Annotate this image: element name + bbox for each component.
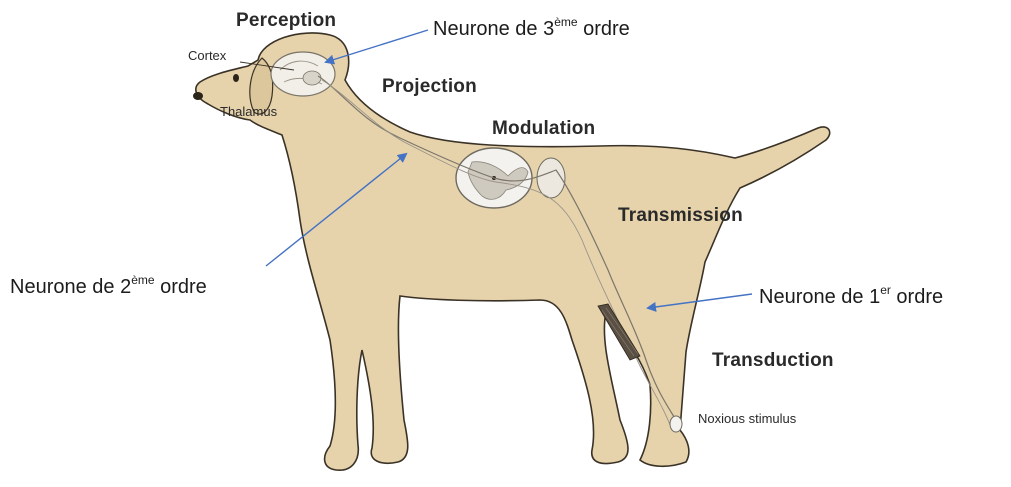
- brain: [271, 52, 335, 96]
- stimulus-point: [670, 416, 682, 432]
- second-neuron-prefix: Neurone de 2: [10, 276, 131, 298]
- transduction-label: Transduction: [712, 350, 834, 372]
- dog-eye: [233, 74, 239, 82]
- dog-silhouette: [196, 33, 830, 470]
- transmission-label: Transmission: [618, 205, 743, 227]
- first-neuron-prefix: Neurone de 1: [759, 286, 880, 308]
- third-neuron-superscript: ème: [554, 15, 577, 29]
- third-neuron-suffix: ordre: [578, 18, 630, 40]
- modulation-label: Modulation: [492, 118, 595, 140]
- projection-label: Projection: [382, 76, 477, 98]
- third-order-neuron-label: Neurone de 3ème ordre: [433, 18, 630, 41]
- first-order-neuron-label: Neurone de 1er ordre: [759, 286, 943, 309]
- second-neuron-suffix: ordre: [155, 276, 207, 298]
- thalamus-label: Thalamus: [220, 104, 277, 119]
- dog-nose: [193, 92, 203, 100]
- first-neuron-suffix: ordre: [891, 286, 943, 308]
- perception-label: Perception: [236, 10, 336, 32]
- second-neuron-superscript: ème: [131, 273, 154, 287]
- cortex-label: Cortex: [188, 48, 226, 63]
- noxious-stimulus-label: Noxious stimulus: [698, 411, 796, 426]
- third-neuron-prefix: Neurone de 3: [433, 18, 554, 40]
- second-order-neuron-label: Neurone de 2ème ordre: [10, 276, 207, 299]
- first-neuron-superscript: er: [880, 283, 891, 297]
